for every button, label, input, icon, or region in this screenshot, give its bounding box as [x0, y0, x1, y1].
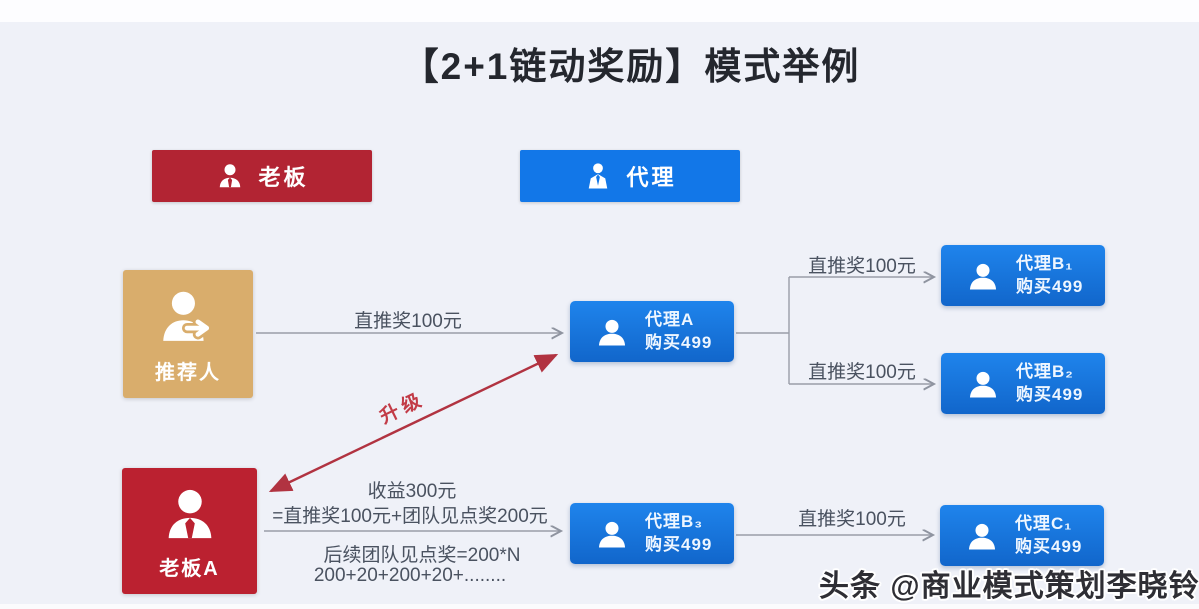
agent-a-name: 代理A — [645, 310, 695, 330]
agent-b3-sub: 购买499 — [645, 534, 713, 554]
agent-b1-name: 代理B₁ — [1016, 254, 1074, 274]
edge-label-agentA-b1: 直推奖100元 — [808, 256, 916, 277]
followup-line-2: 200+20+200+20+........ — [313, 565, 507, 586]
income-line-2: =直推奖100元+团队见点奖200元 — [272, 506, 548, 527]
node-agent-b2: 代理B₂ 购买499 — [941, 353, 1105, 414]
node-agent-b1: 代理B₁ 购买499 — [941, 245, 1105, 306]
person-icon — [969, 263, 997, 289]
node-agent-a: 代理A 购买499 — [570, 301, 734, 362]
income-line-1: 收益300元 — [367, 481, 457, 502]
referrer-person-arrow-icon — [163, 291, 212, 341]
bottom-background-strip — [0, 604, 1199, 609]
edge-label-agentA-b2: 直推奖100元 — [808, 362, 916, 383]
agent-a-sub: 购买499 — [645, 332, 713, 352]
agent-b2-name: 代理B₂ — [1016, 362, 1074, 382]
boss-icon — [220, 164, 241, 188]
boss-a-label: 老板A — [159, 558, 220, 580]
node-agent-b3: 代理B₃ 购买499 — [570, 503, 734, 564]
watermark-text: 头条 @商业模式策划李晓铃 — [819, 570, 1199, 603]
followup-line-1: 后续团队见点奖=200*N — [323, 545, 521, 566]
legend-boss-label: 老板 — [258, 165, 309, 190]
agent-c1-name: 代理C₁ — [1015, 514, 1073, 534]
boss-tie-icon — [168, 489, 211, 539]
agent-c1-sub: 购买499 — [1015, 536, 1083, 556]
legend-agent-label: 代理 — [626, 165, 677, 190]
person-icon — [969, 371, 997, 397]
legend-agent: 代理 — [520, 150, 740, 202]
top-background-strip — [0, 0, 1199, 22]
agent-b3-name: 代理B₃ — [645, 512, 704, 532]
person-icon — [598, 521, 626, 547]
legend-boss: 老板 — [152, 150, 372, 202]
agent-icon — [589, 163, 608, 189]
person-icon — [968, 523, 996, 549]
referrer-label: 推荐人 — [155, 362, 221, 384]
person-icon — [598, 319, 626, 345]
node-referrer: 推荐人 — [123, 270, 253, 398]
edge-label-b3-c1: 直推奖100元 — [798, 509, 906, 530]
node-agent-c1: 代理C₁ 购买499 — [940, 505, 1104, 566]
agent-b1-sub: 购买499 — [1016, 276, 1084, 296]
page-title: 【2+1链动奖励】模式举例 — [401, 46, 861, 87]
edge-label-referrer-agentA: 直推奖100元 — [354, 311, 462, 332]
node-boss-a: 老板A — [122, 468, 257, 594]
agent-b2-sub: 购买499 — [1016, 384, 1084, 404]
